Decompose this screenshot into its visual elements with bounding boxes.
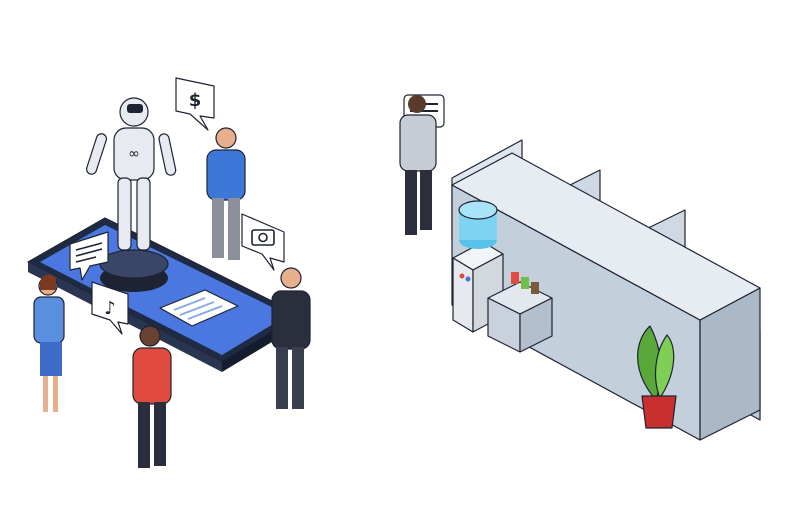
music-note-icon: ♪: [104, 298, 116, 319]
text-lines-icon: [75, 242, 103, 251]
message-card: [159, 289, 239, 327]
camera-bubble: [241, 213, 285, 271]
man-blue-sweater: [206, 127, 246, 260]
chat-bubble-left: [69, 231, 109, 281]
call-center-scene: [399, 94, 761, 441]
potted-plant: [637, 325, 677, 429]
woman-blue-suit: [33, 274, 65, 412]
dollar-icon: $: [189, 90, 202, 111]
standing-woman: [399, 94, 445, 235]
side-table: [487, 272, 553, 353]
dollar-bubble: $: [175, 77, 215, 131]
robot: ∞: [85, 97, 177, 292]
music-bubble: ♪: [91, 281, 129, 335]
man-red-shirt: [132, 325, 172, 468]
infinity-icon: ∞: [128, 146, 140, 162]
ai-robot-scene: ∞ $: [27, 77, 311, 468]
man-dark-sweater: [271, 267, 311, 409]
camera-icon: [251, 229, 275, 246]
